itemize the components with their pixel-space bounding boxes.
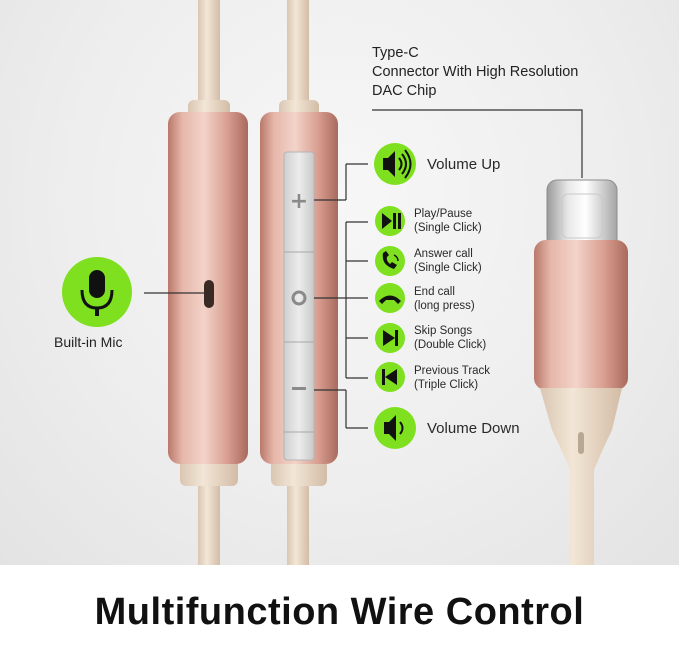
- skip-forward-icon: [375, 323, 405, 353]
- typec-caption: Type-C Connector With High Resolution DA…: [372, 44, 578, 101]
- end-call-line2: (long press): [414, 300, 475, 312]
- volume-up-label: Volume Up: [427, 156, 501, 173]
- end-call-line1: End call: [414, 286, 455, 298]
- end-call-icon: [375, 283, 405, 313]
- answer-call-icon: [375, 246, 405, 276]
- play-pause-line1: Play/Pause: [414, 208, 473, 220]
- plus-button-glyph: +: [290, 189, 308, 214]
- previous-track-line2: (Triple Click): [414, 379, 479, 391]
- right-cable-bottom: [287, 460, 309, 565]
- typec-callout-line: [372, 109, 583, 178]
- typec-line2: Connector With High Resolution: [372, 64, 579, 80]
- right-cable-top: [287, 0, 309, 110]
- connector-housing: [534, 240, 628, 390]
- play-pause-icon: [375, 206, 405, 236]
- microphone-icon: [62, 257, 132, 327]
- typec-line1: Type-C: [372, 45, 419, 61]
- footer-title: Multifunction Wire Control: [94, 590, 585, 633]
- product-illustration: +: [62, 0, 628, 565]
- answer-call-label: Answer call (Single Click): [414, 247, 482, 275]
- left-cable-top: [198, 0, 220, 110]
- volume-down-icon: [374, 407, 416, 449]
- typec-line3: DAC Chip: [372, 83, 437, 99]
- center-button-glyph: [291, 290, 307, 306]
- connector-strain-relief: [540, 388, 622, 565]
- play-pause-label: Play/Pause (Single Click): [414, 207, 482, 235]
- volume-down-label: Volume Down: [427, 420, 520, 437]
- previous-track-line1: Previous Track: [414, 365, 491, 377]
- end-call-label: End call (long press): [414, 285, 475, 313]
- mic-label: Built-in Mic: [54, 334, 123, 350]
- answer-call-line1: Answer call: [414, 248, 473, 260]
- skip-songs-line2: (Double Click): [414, 339, 487, 351]
- button-strip: [283, 151, 315, 461]
- previous-track-label: Previous Track (Triple Click): [414, 364, 490, 392]
- answer-call-line2: (Single Click): [414, 262, 482, 274]
- skip-back-icon: [375, 362, 405, 392]
- skip-songs-label: Skip Songs (Double Click): [414, 324, 486, 352]
- minus-button-glyph: [292, 387, 306, 390]
- volume-up-icon: [374, 143, 416, 185]
- skip-songs-line1: Skip Songs: [414, 325, 473, 337]
- play-pause-line2: (Single Click): [414, 222, 482, 234]
- left-cable-bottom: [198, 460, 220, 565]
